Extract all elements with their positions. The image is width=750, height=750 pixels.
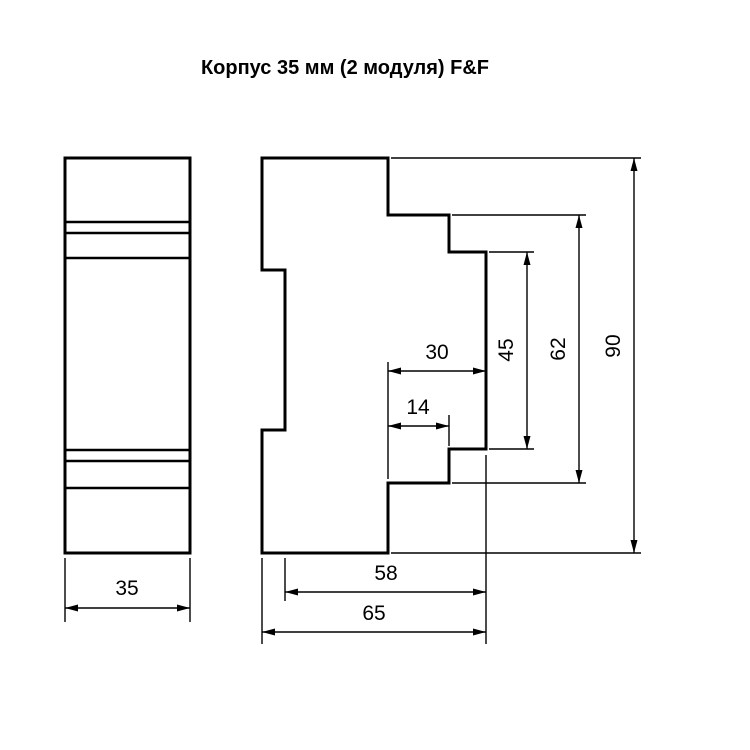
dimension-body-depth: 58 [284,558,486,601]
side-view [260,156,488,555]
dimension-front-height: 45 [489,251,534,450]
dimension-label-58: 58 [374,562,397,585]
dimension-total-depth: 65 [261,455,487,644]
dimension-label-62: 62 [547,337,570,360]
dimension-label-30: 30 [425,341,448,364]
dimension-front-width: 35 [64,558,191,622]
dimension-label-45: 45 [495,338,518,361]
dimension-front-depth: 30 [387,341,486,479]
front-view [63,156,192,555]
dimension-mid-height: 62 [452,214,586,484]
drawing-title: Корпус 35 мм (2 модуля) F&F [201,57,489,79]
dimension-label-35: 35 [115,577,138,600]
dimension-label-90: 90 [602,334,625,357]
dimension-total-height: 90 [391,157,641,554]
dimension-label-14: 14 [406,396,430,419]
dimension-label-65: 65 [362,602,385,625]
side-view-outline [260,156,488,555]
front-view-outline [63,156,192,555]
dimension-clip-depth: 14 [388,396,450,446]
